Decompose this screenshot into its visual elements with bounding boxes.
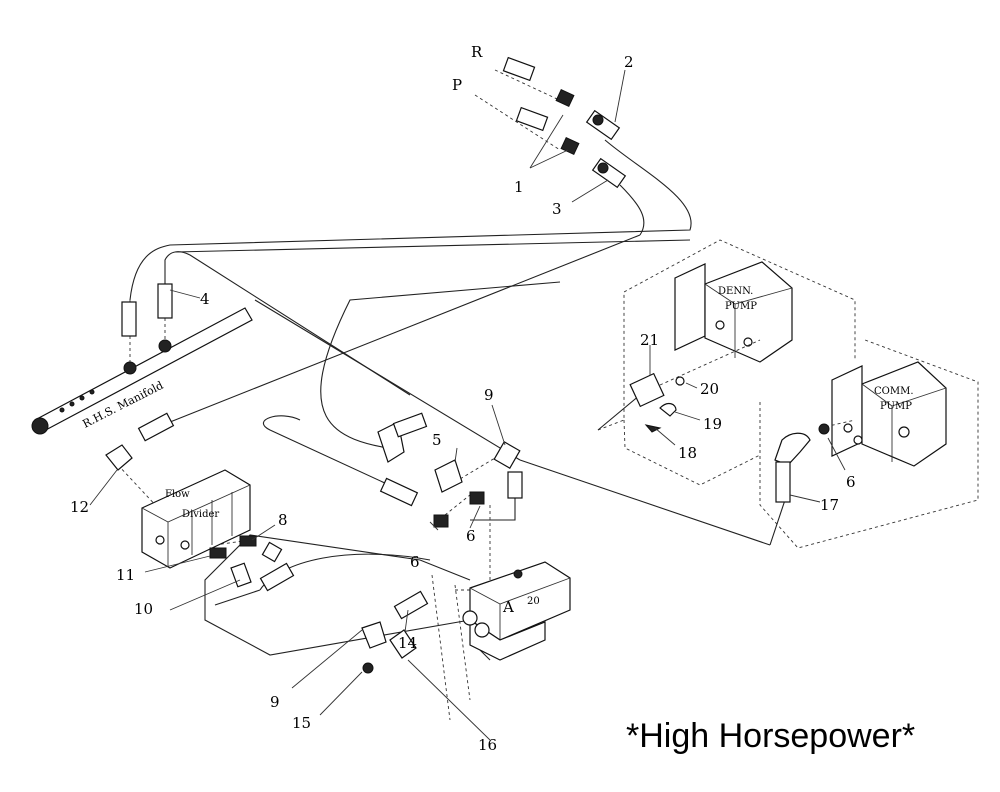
valve-label-a: A (502, 598, 514, 616)
manifold-fittings (105, 283, 175, 471)
rhs-manifold: R.H.S. Manifold (31, 307, 253, 435)
callout-15: 15 (292, 714, 311, 732)
callout-6a: 6 (466, 527, 476, 545)
callout-5: 5 (432, 431, 442, 449)
valve-block: A 20 (462, 561, 571, 661)
callouts: R P 1 2 3 4 5 6 6 6 8 9 9 10 11 12 14 15… (70, 43, 856, 754)
callout-8: 8 (278, 511, 288, 529)
flow-divider-fittings (209, 535, 295, 592)
denn-pump: DENN. PUMP (674, 261, 793, 363)
denn-pump-label-1: DENN. (718, 286, 753, 297)
callout-18: 18 (678, 444, 697, 462)
pump-fittings (629, 372, 830, 503)
middle-fittings (377, 412, 523, 620)
callout-19: 19 (703, 415, 722, 433)
callout-21: 21 (640, 331, 659, 349)
callout-17: 17 (820, 496, 839, 514)
pump-enclosures (597, 239, 979, 549)
flow-divider-label-1: Flow (165, 489, 190, 500)
callout-16: 16 (478, 736, 497, 754)
hose-lines (129, 139, 786, 661)
comm-pump: COMM. PUMP (831, 361, 947, 467)
callout-10: 10 (134, 600, 153, 618)
callout-p: P (452, 76, 462, 94)
denn-pump-label-2: PUMP (725, 301, 757, 312)
callout-4: 4 (200, 290, 210, 308)
callout-3: 3 (552, 200, 562, 218)
fittings-top (502, 56, 627, 189)
comm-pump-label-1: COMM. (874, 386, 914, 397)
callout-6b: 6 (410, 553, 420, 571)
callout-9b: 9 (270, 693, 280, 711)
callout-12: 12 (70, 498, 89, 516)
leader-lines (89, 69, 846, 741)
flow-divider-label-2: Divider (182, 509, 219, 520)
comm-pump-label-2: PUMP (880, 401, 912, 412)
callout-2: 2 (624, 53, 634, 71)
callout-6c: 6 (846, 473, 856, 491)
callout-20: 20 (700, 380, 719, 398)
flow-divider: Flow Divider (141, 469, 251, 569)
lower-fittings (361, 621, 417, 674)
valve-label-20: 20 (527, 596, 540, 607)
callout-1: 1 (514, 178, 524, 196)
callout-9a: 9 (484, 386, 494, 404)
callout-11: 11 (116, 566, 135, 584)
diagram-title: *High Horsepower* (626, 717, 916, 755)
callout-r: R (471, 43, 483, 61)
callout-14: 14 (398, 634, 417, 652)
